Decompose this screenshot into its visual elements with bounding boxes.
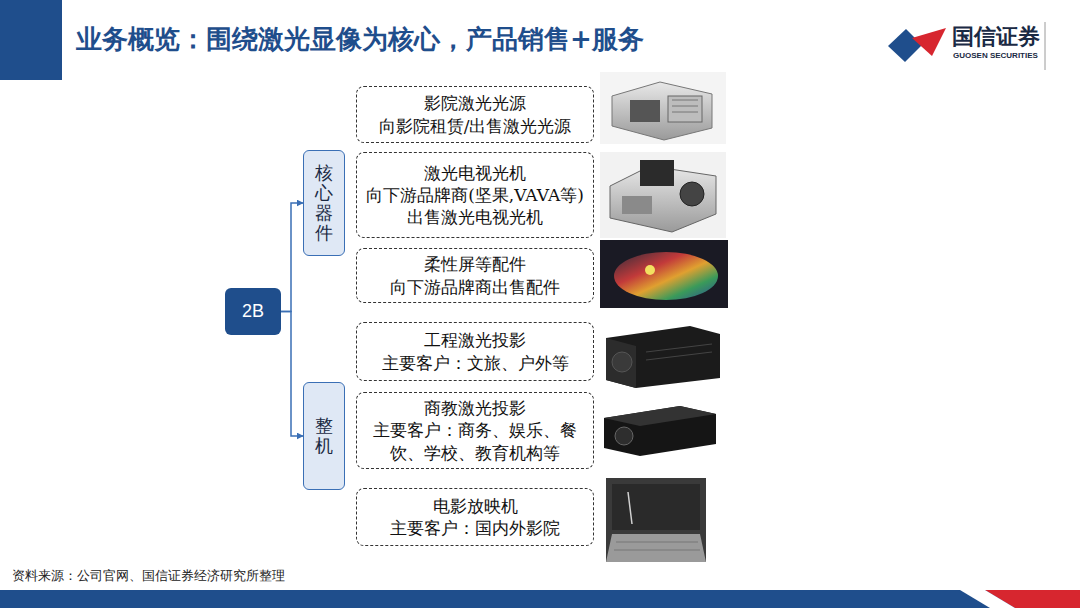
product-description: 向影院租赁/出售激光光源 xyxy=(379,115,572,137)
group-box: 整机 xyxy=(303,382,345,490)
product-box: 商教激光投影主要客户：商务、娱乐、餐饮、学校、教育机构等 xyxy=(356,392,594,469)
product-box: 影院激光光源向影院租赁/出售激光光源 xyxy=(356,86,594,143)
screen-photo xyxy=(600,240,728,308)
source-note: 资料来源：公司官网、国信证券经济研究所整理 xyxy=(12,567,285,585)
product-box: 电影放映机主要客户：国内外影院 xyxy=(356,488,594,546)
bracket-connector xyxy=(281,203,303,312)
footer-bar xyxy=(0,590,1080,608)
group-box: 核心器件 xyxy=(303,150,345,256)
product-title: 柔性屏等配件 xyxy=(424,253,526,275)
product-box: 激光电视光机向下游品牌商(坚果,VAVA等)出售激光电视光机 xyxy=(356,152,594,238)
product-box: 工程激光投影主要客户：文旅、户外等 xyxy=(356,322,594,381)
product-title: 商教激光投影 xyxy=(424,397,526,419)
logo-mark xyxy=(888,29,922,62)
product-description: 主要客户：国内外影院 xyxy=(390,517,560,539)
category-label: 2B xyxy=(242,301,264,322)
product-title: 激光电视光机 xyxy=(424,162,526,184)
product-description: 主要客户：商务、娱乐、餐饮、学校、教育机构等 xyxy=(365,419,585,463)
header-bar xyxy=(0,0,62,80)
category-label: 整机 xyxy=(315,416,333,456)
slide-title: 业务概览：围绕激光显像为核心，产品销售+服务 xyxy=(76,22,644,57)
logo-subtext: GUOSEN SECURITIES xyxy=(953,51,1038,60)
product-description: 向下游品牌商(坚果,VAVA等)出售激光电视光机 xyxy=(365,184,585,228)
cinema-projector-photo xyxy=(606,478,706,562)
category-label: 核心器件 xyxy=(315,163,333,242)
bracket-connector xyxy=(281,312,303,437)
category-box: 2B xyxy=(225,288,281,335)
logo-divider xyxy=(1045,22,1046,70)
product-title: 电影放映机 xyxy=(433,495,518,517)
optical-engine-photo xyxy=(600,152,726,238)
logo-text: 国信证券 xyxy=(952,22,1040,52)
product-description: 向下游品牌商出售配件 xyxy=(390,276,560,298)
product-title: 工程激光投影 xyxy=(424,329,526,351)
light-source-photo xyxy=(600,72,726,144)
header-rule xyxy=(62,80,1080,81)
footer-accent xyxy=(960,590,1015,608)
product-box: 柔性屏等配件向下游品牌商出售配件 xyxy=(356,248,594,303)
business-projector-photo xyxy=(600,400,720,458)
product-title: 影院激光光源 xyxy=(424,92,526,114)
logo-mark xyxy=(912,28,946,56)
product-description: 主要客户：文旅、户外等 xyxy=(382,352,569,374)
engineering-projector-photo xyxy=(600,320,724,388)
